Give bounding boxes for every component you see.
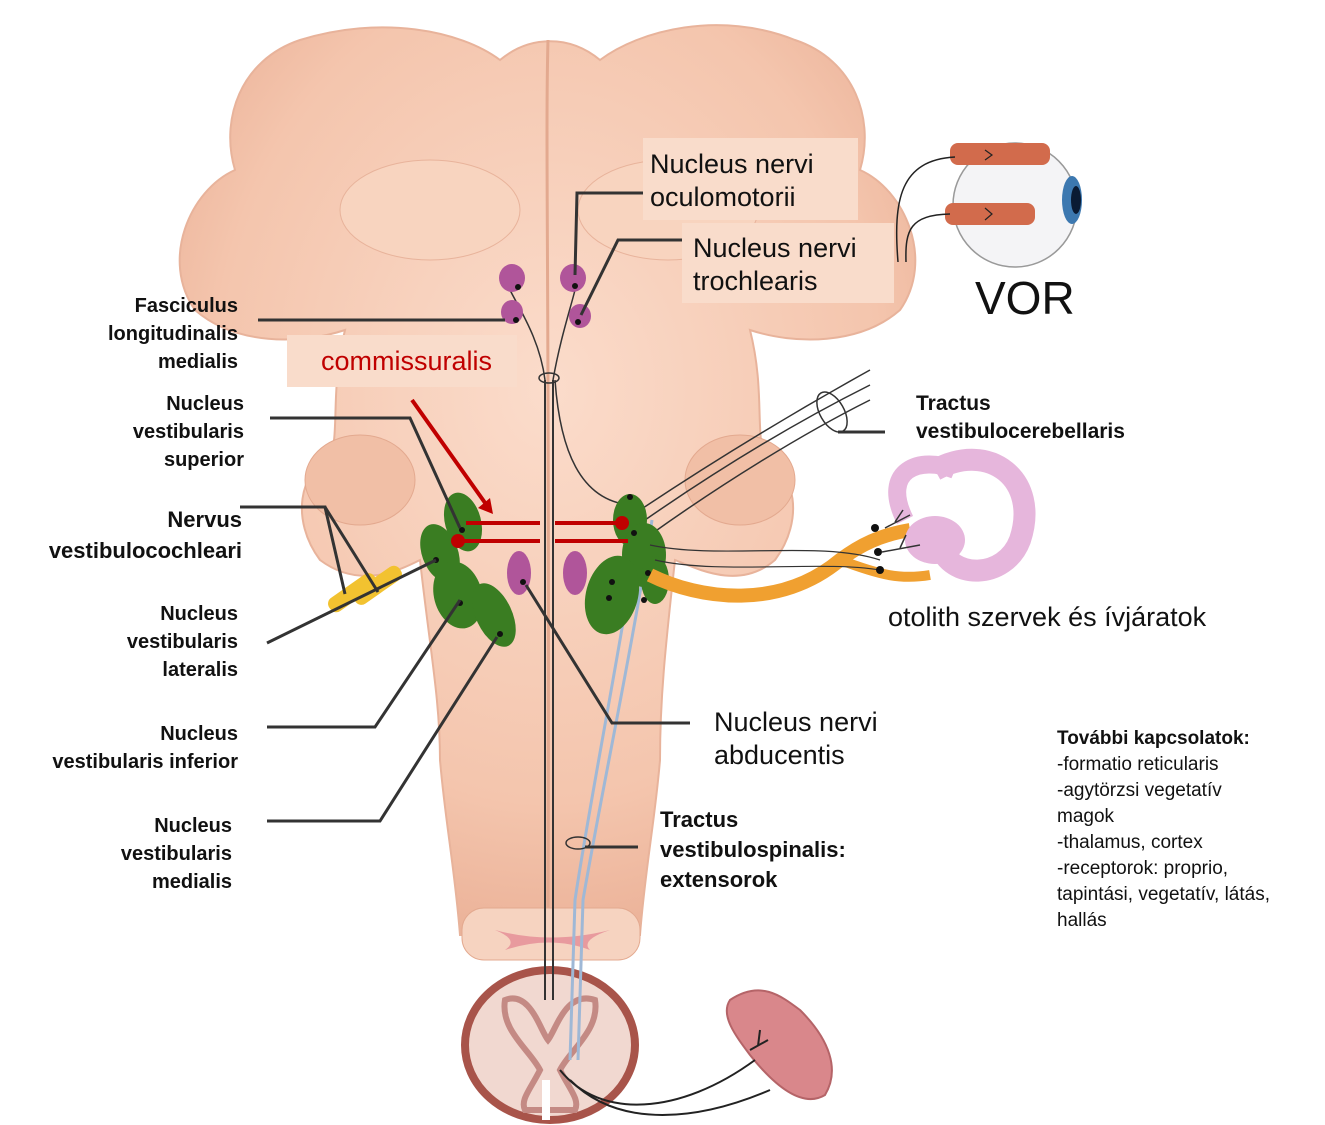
spinal-cord-icon [465, 970, 635, 1120]
vor-label: VOR [975, 270, 1075, 326]
further-connections-title: További kapcsolatok: [1057, 726, 1270, 752]
further-item: -agytörzsi vegetatív [1057, 778, 1270, 804]
inner-ear-icon [882, 460, 1024, 571]
further-item: tapintási, vegetatív, látás, [1057, 882, 1270, 908]
muscle-icon [727, 990, 832, 1099]
otolith-label: otolith szervek és ívjáratok [888, 601, 1206, 634]
further-item: hallás [1057, 908, 1270, 934]
further-connections: További kapcsolatok: -formatio reticular… [1057, 726, 1270, 934]
commissural-label: commissuralis [321, 345, 492, 378]
eye-icon [897, 143, 1082, 267]
further-item: -thalamus, cortex [1057, 830, 1270, 856]
further-item: -formatio reticularis [1057, 752, 1270, 778]
further-item: -receptorok: proprio, [1057, 856, 1270, 882]
further-item: magok [1057, 804, 1270, 830]
